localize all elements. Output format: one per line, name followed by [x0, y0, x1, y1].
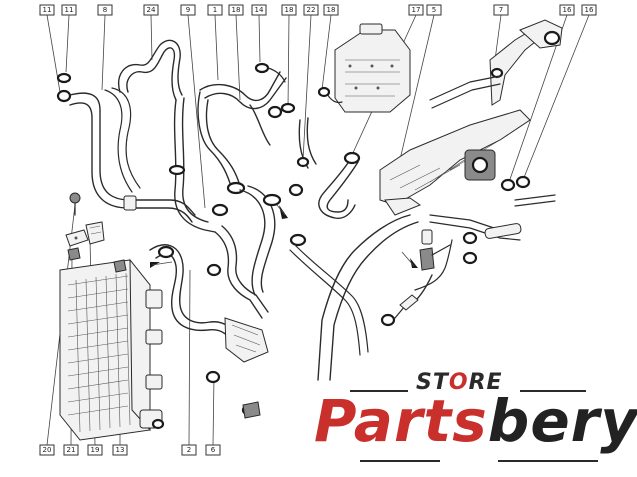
- store-label: STORE: [416, 370, 503, 395]
- callout-22: 22: [303, 4, 319, 16]
- expansion-tank: [317, 23, 411, 113]
- bracket-19: [85, 221, 105, 245]
- callout-18-b: 18: [281, 4, 297, 16]
- callout-24: 24: [143, 4, 159, 16]
- svg-text:18: 18: [285, 6, 294, 14]
- partsbery-store-logo: STORE Partsbery: [310, 360, 637, 472]
- svg-text:13: 13: [116, 446, 125, 454]
- svg-text:16: 16: [563, 6, 572, 14]
- brand-dark-part: bery: [487, 387, 637, 455]
- svg-text:6: 6: [211, 446, 216, 454]
- hose-2: [149, 244, 269, 363]
- callout-11-b: 11: [61, 4, 77, 16]
- callout-18-a: 18: [228, 4, 244, 16]
- svg-text:8: 8: [103, 6, 107, 14]
- svg-text:5: 5: [432, 6, 436, 14]
- callout-20: 20: [39, 444, 55, 456]
- hose-1: [197, 71, 287, 217]
- callout-19: 19: [87, 444, 103, 456]
- callout-17: 17: [408, 4, 424, 16]
- svg-text:19: 19: [91, 446, 100, 454]
- brand-name: Partsbery: [314, 390, 637, 452]
- grommet-21: [67, 247, 81, 261]
- store-prefix: ST: [416, 370, 449, 395]
- svg-text:11: 11: [43, 6, 52, 14]
- radiator-core-grid: [67, 272, 131, 433]
- callout-7: 7: [493, 4, 509, 16]
- svg-text:20: 20: [43, 446, 52, 454]
- clamp-11-upper: [56, 72, 72, 84]
- clip-21: [65, 229, 89, 247]
- svg-text:24: 24: [147, 6, 156, 14]
- svg-text:9: 9: [186, 6, 190, 14]
- svg-text:18: 18: [327, 6, 336, 14]
- callout-14: 14: [251, 4, 267, 16]
- right-hose-assembly: [317, 214, 522, 381]
- callout-13: 13: [112, 444, 128, 456]
- svg-text:18: 18: [232, 6, 241, 14]
- hose-18-14: [249, 62, 296, 146]
- heater-unit: [379, 109, 531, 216]
- svg-text:7: 7: [499, 6, 503, 14]
- hose-center-lower: [205, 185, 282, 419]
- hose-24: [118, 39, 183, 101]
- clamp-11-lower: [56, 89, 72, 103]
- svg-text:14: 14: [255, 6, 264, 14]
- callout-21: 21: [63, 444, 79, 456]
- plug-13: [113, 259, 127, 273]
- brand-underline-left: [360, 460, 440, 462]
- svg-text:11: 11: [65, 6, 74, 14]
- brand-underline-right: [498, 460, 598, 462]
- callout-2: 2: [181, 444, 197, 456]
- callout-16-a: 16: [559, 4, 575, 16]
- callout-9: 9: [180, 4, 196, 16]
- hose-8: [69, 87, 196, 223]
- callout-1: 1: [207, 4, 223, 16]
- callout-11-a: 11: [39, 4, 55, 16]
- callout-5: 5: [426, 4, 442, 16]
- store-right-line: [520, 390, 586, 392]
- svg-text:21: 21: [67, 446, 76, 454]
- hose-17: [318, 151, 361, 220]
- callout-8: 8: [97, 4, 113, 16]
- radiator: [59, 258, 165, 441]
- svg-text:1: 1: [213, 6, 217, 14]
- svg-text:16: 16: [585, 6, 594, 14]
- fitting-16: [500, 175, 556, 207]
- callout-18-c: 18: [323, 4, 339, 16]
- svg-text:22: 22: [307, 6, 316, 14]
- store-o-letter: O: [448, 370, 469, 395]
- bleed-screw-20: [69, 192, 81, 216]
- svg-text:2: 2: [187, 446, 191, 454]
- pipe-bracket-7: [429, 19, 563, 109]
- store-row: STORE: [310, 368, 630, 398]
- long-return-pipe: [289, 239, 453, 356]
- brand-red-part: Parts: [314, 387, 488, 455]
- store-suffix: RE: [468, 370, 503, 395]
- hose-9: [168, 97, 216, 233]
- store-left-line: [350, 390, 408, 392]
- hose-22: [288, 117, 317, 247]
- svg-text:17: 17: [412, 6, 421, 14]
- callout-6: 6: [205, 444, 221, 456]
- callout-16-b: 16: [581, 4, 597, 16]
